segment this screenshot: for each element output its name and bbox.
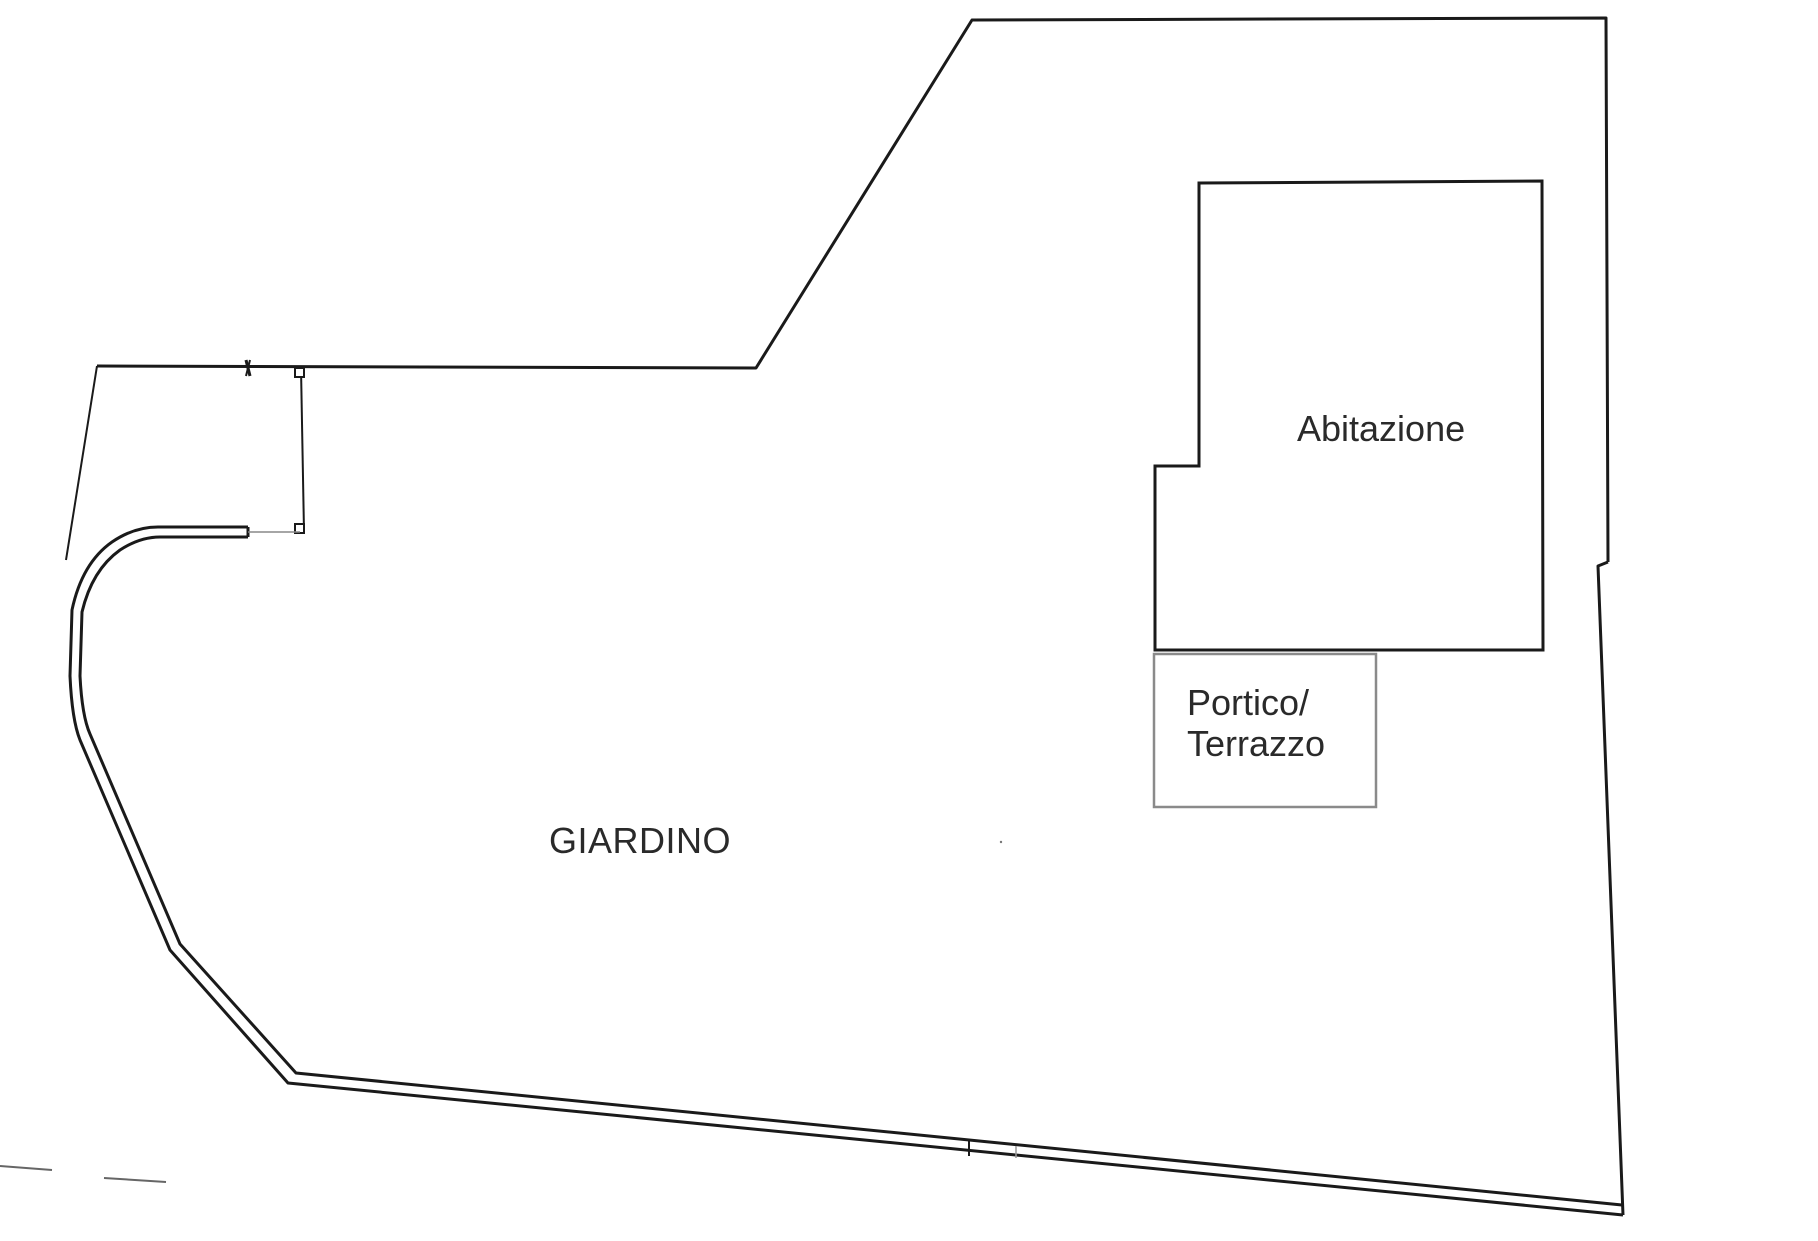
plan-speck [999, 840, 1003, 844]
gate-post-top [294, 367, 305, 378]
wall-marker [968, 1140, 1017, 1158]
porch-outline [1152, 652, 1378, 809]
gate-post-bottom [294, 523, 305, 534]
entrance-gate [244, 359, 305, 534]
gate-mark-top2 [245, 359, 251, 377]
garden-wall-inner [78, 535, 1623, 1207]
boundary-bottom-stub-left2 [103, 1177, 167, 1183]
gate-post-line [300, 367, 305, 533]
boundary-left-upper [65, 365, 98, 561]
boundary-bottom-stub-left [0, 1165, 53, 1171]
house-outline [1153, 179, 1545, 652]
garden-label: GIARDINO [549, 820, 732, 861]
porch-label: Portico/ Terrazzo [1187, 682, 1325, 765]
garden-wall-outer [68, 525, 1624, 1217]
boundary-top [96, 16, 1610, 563]
house-label: Abitazione [1297, 408, 1466, 449]
boundary-right [1596, 560, 1625, 1216]
property-boundary [0, 16, 1625, 1216]
porch-label-line2: Terrazzo [1187, 723, 1326, 765]
garden-wall [68, 525, 1624, 1217]
porch-label-line1: Portico/ [1187, 682, 1310, 723]
